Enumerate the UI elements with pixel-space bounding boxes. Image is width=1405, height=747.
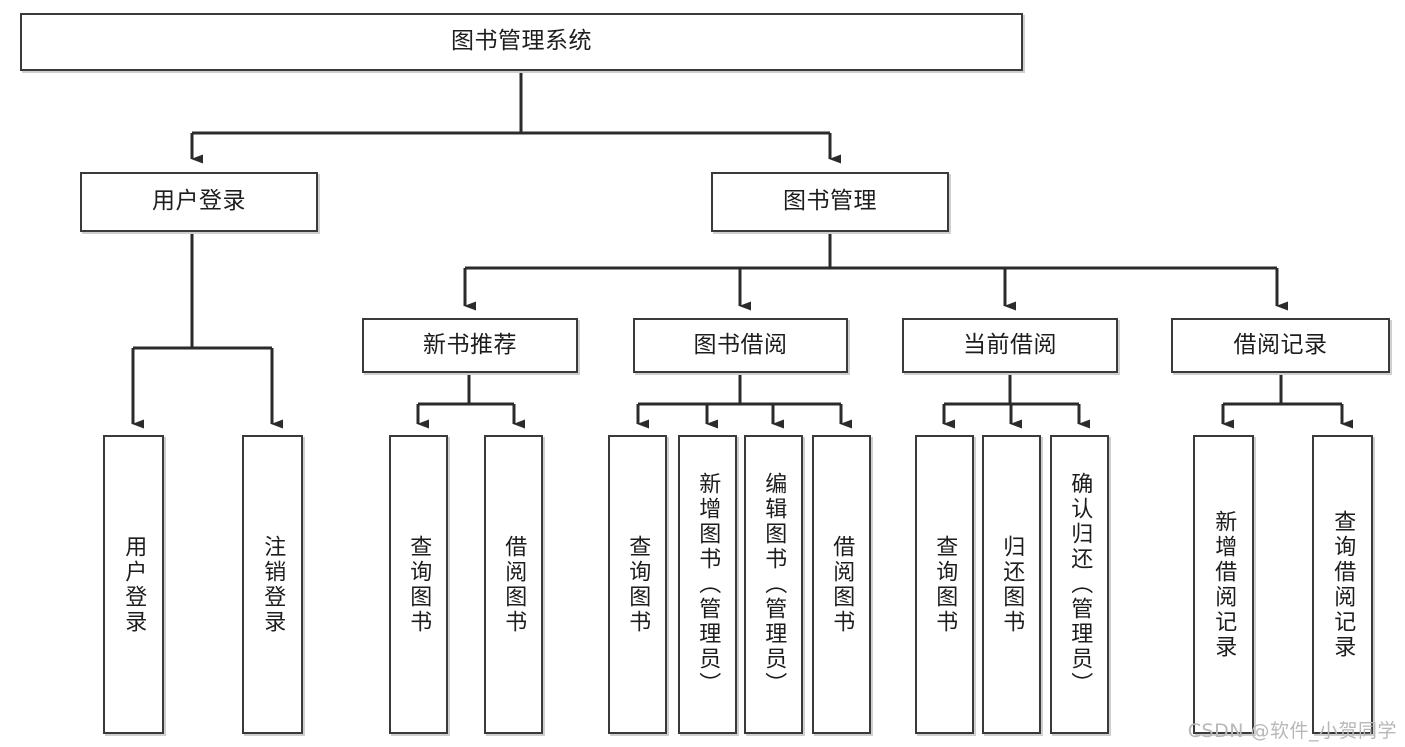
node-borrow-record[interactable]: 借阅记录	[1171, 318, 1390, 373]
node-leaf-add-borrow-record[interactable]: 新增借阅记录	[1193, 435, 1254, 734]
node-label: 新增借阅记录	[1211, 509, 1237, 660]
node-label: 查询借阅记录	[1330, 509, 1356, 660]
node-label: 图书管理	[783, 188, 877, 215]
node-label: 借阅图书	[829, 534, 855, 635]
node-new-book-recommend[interactable]: 新书推荐	[362, 318, 578, 373]
node-book-borrow[interactable]: 图书借阅	[633, 318, 848, 373]
node-user-login[interactable]: 用户登录	[80, 172, 318, 232]
node-leaf-query-book-current[interactable]: 查询图书	[915, 435, 974, 734]
node-leaf-query-borrow-record[interactable]: 查询借阅记录	[1312, 435, 1373, 734]
node-label: 借阅记录	[1233, 331, 1328, 358]
node-leaf-return-book[interactable]: 归还图书	[982, 435, 1041, 734]
node-leaf-confirm-return-admin[interactable]: 确认归还（管理员）	[1050, 435, 1109, 734]
node-root-book-management-system[interactable]: 图书管理系统	[20, 13, 1023, 71]
node-leaf-borrow-book-borrow[interactable]: 借阅图书	[812, 435, 871, 734]
node-label: 用户登录	[152, 188, 246, 215]
node-book-management[interactable]: 图书管理	[711, 172, 949, 232]
node-label: 图书借阅	[693, 331, 788, 358]
node-label: 新增图书（管理员）	[695, 472, 721, 697]
node-label: 用户登录	[121, 534, 147, 635]
node-leaf-user-login[interactable]: 用户登录	[103, 435, 164, 734]
node-label: 查询图书	[932, 534, 958, 635]
node-label: 图书管理系统	[451, 28, 592, 55]
node-current-borrow[interactable]: 当前借阅	[902, 318, 1118, 373]
node-label: 借阅图书	[501, 534, 527, 635]
node-label: 编辑图书（管理员）	[761, 472, 787, 697]
node-label: 当前借阅	[963, 331, 1057, 358]
node-label: 归还图书	[999, 534, 1025, 635]
node-label: 注销登录	[260, 534, 286, 635]
node-label: 查询图书	[625, 534, 651, 635]
node-leaf-user-logout[interactable]: 注销登录	[242, 435, 303, 734]
node-leaf-query-book-borrow[interactable]: 查询图书	[608, 435, 667, 734]
node-label: 确认归还（管理员）	[1067, 472, 1093, 697]
node-label: 新书推荐	[423, 331, 517, 358]
node-label: 查询图书	[406, 534, 432, 635]
node-leaf-borrow-book-recommend[interactable]: 借阅图书	[484, 435, 543, 734]
node-leaf-query-book-recommend[interactable]: 查询图书	[389, 435, 448, 734]
node-leaf-edit-book-admin[interactable]: 编辑图书（管理员）	[744, 435, 803, 734]
node-leaf-add-book-admin[interactable]: 新增图书（管理员）	[678, 435, 737, 734]
